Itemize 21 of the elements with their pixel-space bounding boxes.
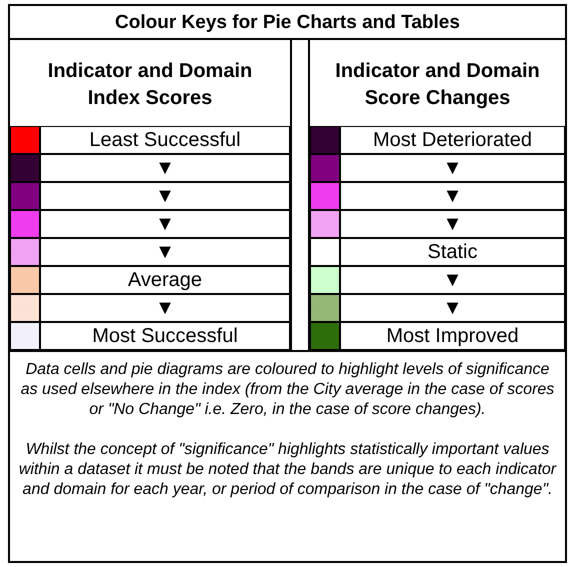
note-paragraph: Data cells and pie diagrams are coloured to highlight levels of significance as used elsewhere in the index (from the City average in the case of scores or "No Change" i.e. Zero, in the case of score changes).	[20, 360, 556, 420]
legend-label: ▼	[40, 182, 290, 210]
legend-label: ▼	[40, 154, 290, 182]
legend-label: ▼	[340, 266, 565, 294]
note-paragraph: Whilst the concept of "significance" highlights statistically important values within a dataset it must be noted that the bands are unique to each indicator and domain for each year, or period of comparison in the case of "change".	[18, 440, 558, 500]
legend-label: ▼	[40, 294, 290, 322]
column-heading: Indicator and Domain Score Changes	[334, 59, 541, 111]
legend-label: ▼	[40, 238, 290, 266]
legend-label: Most Improved	[340, 322, 565, 350]
legend-label: ▼	[40, 210, 290, 238]
legend-label: Least Successful	[40, 126, 290, 154]
legend-label: ▼	[340, 154, 565, 182]
legend-label: ▼	[340, 210, 565, 238]
legend-label: ▼	[340, 182, 565, 210]
legend-label: Static	[340, 238, 565, 266]
legend-label: ▼	[340, 294, 565, 322]
legend-label: Most Successful	[40, 322, 290, 350]
column-heading: Indicator and Domain Index Scores	[46, 59, 254, 111]
table-title: Colour Keys for Pie Charts and Tables	[10, 6, 565, 40]
legend-label: Most Deteriorated	[340, 126, 565, 154]
legend-label: Average	[40, 266, 290, 294]
